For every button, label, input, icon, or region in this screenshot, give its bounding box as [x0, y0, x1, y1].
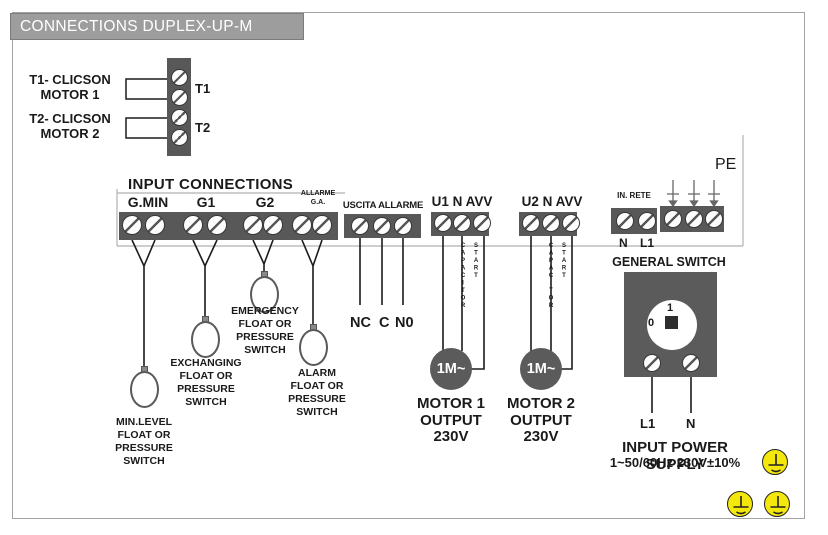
- title-bar: CONNECTIONS DUPLEX-UP-M: [10, 13, 304, 40]
- general-switch-knob-pointer: [665, 316, 678, 329]
- screw-uscita-nc: [351, 217, 369, 235]
- general-switch-heading: GENERAL SWITCH: [612, 255, 726, 269]
- float-alarm: [299, 329, 328, 366]
- motor1-symbol: 1M~: [430, 348, 472, 390]
- screw-uscita-no: [394, 217, 412, 235]
- gmin-label: G.MIN: [127, 194, 169, 210]
- switch-position-1: 1: [667, 302, 674, 314]
- motor2-output-label: MOTOR 2 OUTPUT 230V: [506, 395, 576, 445]
- switch-l1-label: L1: [640, 416, 656, 431]
- t2-clicson-label: T2- CLICSON MOTOR 2: [29, 111, 111, 141]
- screw-ga-1: [292, 215, 312, 235]
- t1-tag: T1: [195, 81, 211, 96]
- float-alarm-label: ALARM FLOAT OR PRESSURE SWITCH: [288, 367, 346, 418]
- screw-pe-2: [685, 210, 703, 228]
- in-rete-label: IN. RETE: [617, 191, 651, 200]
- screw-g2-1: [243, 215, 263, 235]
- diagram-frame: [12, 12, 805, 519]
- motor2-symbol: 1M~: [520, 348, 562, 390]
- motor1-symbol-text: 1M~: [436, 361, 466, 377]
- switch-position-0: 0: [648, 317, 655, 329]
- float-emergency-label: EMERGENCY FLOAT OR PRESSURE SWITCH: [231, 305, 299, 356]
- g2-label: G2: [255, 194, 275, 210]
- screw-switch-n: [682, 354, 700, 372]
- screw-m1-avv: [473, 214, 491, 232]
- motor1-start-capacitor-label: START CAPACITOR: [460, 243, 479, 311]
- power-rating-label: 1~50/60Hz 230V±10%: [609, 455, 741, 470]
- earth-icon: [762, 449, 788, 475]
- switch-n-label: N: [686, 416, 696, 431]
- motor2-symbol-text: 1M~: [526, 361, 556, 377]
- rete-n-label: N: [619, 236, 628, 250]
- g1-label: G1: [196, 194, 216, 210]
- screw-switch-l1: [643, 354, 661, 372]
- t2-tag: T2: [195, 120, 211, 135]
- input-connections-heading: INPUT CONNECTIONS: [128, 176, 294, 193]
- screw-ga-2: [312, 215, 332, 235]
- rete-l1-label: L1: [640, 236, 655, 250]
- screw-g1-1: [183, 215, 203, 235]
- screw-gmin-1: [122, 215, 142, 235]
- float-min-level: [130, 371, 159, 408]
- screw-rete-l1: [638, 212, 656, 230]
- screw-u1: [434, 214, 452, 232]
- screw-u2: [522, 214, 540, 232]
- float-emergency: [250, 276, 279, 313]
- screw-t2a: [170, 108, 188, 126]
- page-title: CONNECTIONS DUPLEX-UP-M: [20, 18, 253, 35]
- input-power-supply-label: INPUT POWER SUPPLY: [622, 439, 728, 473]
- c-label: C: [379, 315, 390, 331]
- float-min-label: MIN.LEVEL FLOAT OR PRESSURE SWITCH: [115, 416, 173, 467]
- screw-g1-2: [207, 215, 227, 235]
- screw-g2-2: [263, 215, 283, 235]
- pe-label: PE: [715, 156, 737, 173]
- screw-gmin-2: [145, 215, 165, 235]
- screw-t1b: [170, 88, 188, 106]
- uscita-allarme-label: USCITA ALLARME: [342, 200, 424, 211]
- screw-uscita-c: [373, 217, 391, 235]
- screw-pe-1: [664, 210, 682, 228]
- t1-clicson-label: T1- CLICSON MOTOR 1: [29, 72, 111, 102]
- motor1-output-label: MOTOR 1 OUTPUT 230V: [416, 395, 486, 445]
- screw-m2-n: [542, 214, 560, 232]
- earth-icon: [727, 491, 753, 517]
- n0-label: N0: [395, 315, 414, 331]
- screw-m1-n: [453, 214, 471, 232]
- screw-pe-3: [705, 210, 723, 228]
- float-exchanging: [191, 321, 220, 358]
- float-exchanging-label: EXCHANGING FLOAT OR PRESSURE SWITCH: [170, 357, 242, 408]
- nc-label: NC: [350, 315, 371, 331]
- earth-icon: [764, 491, 790, 517]
- screw-m2-avv: [562, 214, 580, 232]
- screw-rete-n: [616, 212, 634, 230]
- motor2-start-capacitor-label: START CAPACITOR: [548, 243, 567, 311]
- u1-n-avv-label: U1 N AVV: [431, 194, 493, 209]
- allarme-ga-label: ALLARME G.A.: [300, 190, 336, 206]
- screw-t1a: [170, 68, 188, 86]
- screw-t2b: [170, 128, 188, 146]
- u2-n-avv-label: U2 N AVV: [521, 194, 583, 209]
